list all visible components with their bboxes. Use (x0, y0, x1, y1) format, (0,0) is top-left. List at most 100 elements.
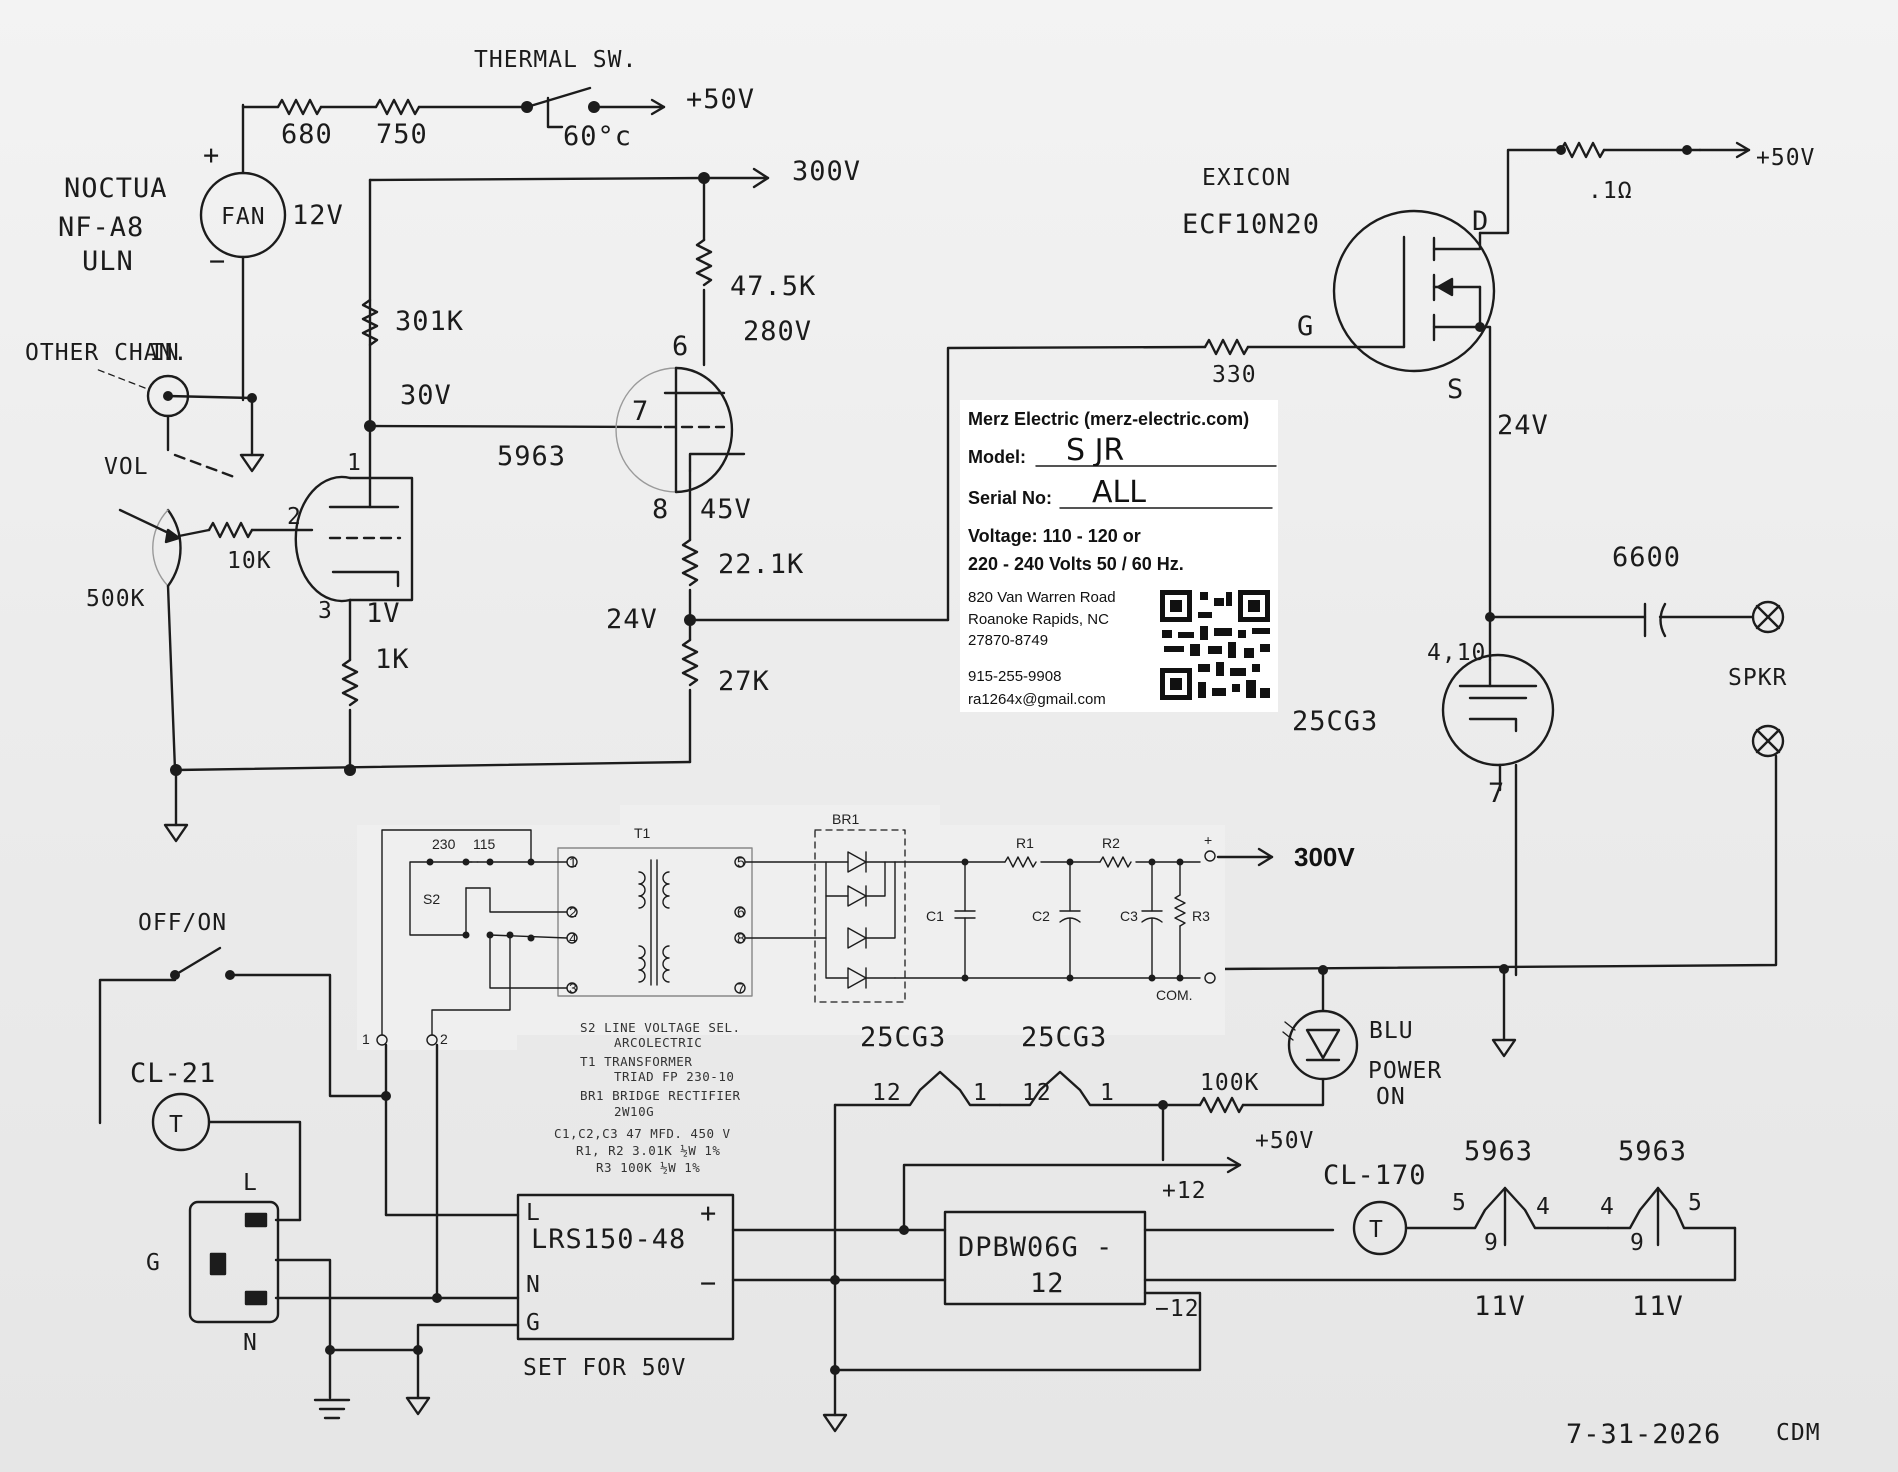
t1-pin-7: 7 (737, 980, 745, 996)
dc-model-line2: 12 (1030, 1268, 1065, 1299)
heater-left-pin1: 1 (973, 1080, 988, 1106)
card-voltage-line1: Voltage: 110 - 120 or (968, 526, 1141, 546)
card-model-label: Model: (968, 447, 1026, 467)
s2-label: S2 (423, 891, 440, 907)
resistor-22k1-label: 22.1K (718, 549, 804, 580)
mosfet-brand-label: EXICON (1202, 165, 1291, 191)
output-tube-pins-top: 4,10 (1427, 640, 1486, 666)
grid-resistor-label: 10K (227, 548, 272, 574)
plate-voltage-280-label: 280V (743, 316, 812, 347)
ntc-cl170-label: CL-170 (1323, 1160, 1427, 1191)
psu-diagram: T1 1 2 4 3 5 6 8 7 230 115 S2 1 2 BR1 (357, 805, 1355, 1050)
heater-tube-right: 25CG3 (1021, 1022, 1107, 1053)
coupling-cap (1659, 602, 1667, 638)
source-voltage-label: 24V (1497, 410, 1549, 441)
card-serial-value: ALL (1092, 475, 1146, 510)
resistor-27k-label: 27K (718, 666, 770, 697)
filament-a-volts: 11V (1474, 1291, 1526, 1322)
source-label: S (1447, 374, 1464, 405)
rail-300v-label: 300V (792, 156, 861, 187)
mosfet-model-label: ECF10N20 (1182, 209, 1320, 240)
volume-label: VOL (104, 454, 149, 480)
lrs150-psu: LRS150-48 L N G + − SET FOR 50V (516, 1103, 1202, 1433)
t1-label: T1 (634, 825, 651, 841)
filament-b-pin9: 9 (1630, 1230, 1645, 1256)
drain-resistor-label: .1Ω (1588, 178, 1633, 204)
filament-a-pin5: 5 (1452, 1190, 1467, 1216)
fan-model-label: NF-A8 (58, 212, 144, 243)
note-r1r2: R1, R2 3.01K ½W 1% (576, 1143, 720, 1158)
filament-b-pin5: 5 (1688, 1190, 1703, 1216)
led-label-line3: ON (1376, 1084, 1406, 1110)
cathode-voltage-label: 1V (366, 598, 401, 629)
resistor-750 (374, 98, 421, 116)
power-switch (173, 946, 222, 977)
fan-voltage-label: 12V (292, 200, 344, 231)
parts-notes: S2 LINE VOLTAGE SEL. ARCOLECTRIC T1 TRAN… (554, 1020, 741, 1175)
tube-name-label: 5963 (497, 441, 566, 472)
output-stage: 6600 4,10 25CG3 7 SPKR (1218, 542, 1786, 1058)
led-label-line1: BLU (1369, 1018, 1414, 1044)
heater-right-pin12: 12 (1022, 1080, 1052, 1106)
pin8-label: 8 (652, 494, 669, 525)
resistor-301k (361, 298, 379, 347)
note-s2-maker: ARCOLECTRIC (614, 1035, 702, 1050)
fan-minus-label: − (209, 246, 226, 277)
resistor-22k1 (681, 538, 699, 587)
resistor-27k (681, 638, 699, 687)
filament-b-pin4: 4 (1600, 1194, 1615, 1220)
mosfet-supply-label: +50V (1756, 145, 1815, 171)
note-t1: T1 TRANSFORMER (580, 1054, 692, 1069)
qr-code (1158, 588, 1272, 702)
card-email: ra1264x@gmail.com (968, 691, 1106, 708)
tube-5963-left: 1 2 3 301K 30V 1V 1K (287, 178, 663, 772)
lrs-n-label: N (526, 1272, 541, 1298)
t1-pin-4: 4 (569, 930, 577, 946)
lrs150-box (516, 1193, 735, 1341)
tube-5963-right: 300V 47.5K 280V 6 7 5963 8 45V 22.1K 24V… (163, 156, 950, 843)
fan-plus-label: + (203, 140, 220, 171)
dc-model-line1: DPBW06G - (958, 1232, 1113, 1263)
power-switch-label: OFF/ON (138, 910, 227, 936)
card-serial-label: Serial No: (968, 488, 1052, 508)
signature: 7-31-2026 CDM (1566, 1419, 1820, 1450)
pin3-label: 3 (318, 598, 333, 624)
dc-supply-label: +50V (1255, 1128, 1314, 1154)
plate-resistor-label: 301K (395, 306, 464, 337)
note-t1-part: TRIAD FP 230-10 (614, 1069, 734, 1084)
resistor-10k (207, 521, 254, 539)
pin7-label: 7 (632, 396, 649, 427)
serial-card: Merz Electric (merz-electric.com) Model:… (960, 400, 1278, 712)
dc-converter: DPBW06G - 12 +12 −12 +50V (899, 1128, 1737, 1322)
inlet-g-label: G (146, 1250, 161, 1276)
speaker-terminal-top (1751, 600, 1785, 634)
gate-label: G (1297, 311, 1314, 342)
speaker-terminal-bottom (1751, 724, 1785, 758)
resistor-680-label: 680 (281, 119, 333, 150)
mains-input: OFF/ON T CL-21 L G N (98, 910, 520, 1420)
c1-label: C1 (926, 908, 944, 924)
note-br1-part: 2W10G (614, 1104, 654, 1119)
inlet-n-label: N (243, 1330, 258, 1356)
card-address-2: Roanoke Rapids, NC (968, 611, 1109, 628)
resistor-1k (341, 658, 359, 707)
br1-label: BR1 (832, 811, 859, 827)
heater-left-pin12: 12 (872, 1080, 902, 1106)
input-stage: OTHER CHAN. IN VOL 500K 10K (25, 340, 314, 772)
pin2-label: 2 (287, 504, 302, 530)
fan-thermal-circuit: THERMAL SW. 680 750 60°c +50V FAN 12V + … (58, 47, 754, 473)
pin1-label: 1 (347, 450, 362, 476)
term-1-label: 1 (362, 1031, 370, 1047)
tap-voltage-label: 24V (606, 604, 658, 635)
thermal-switch-label: THERMAL SW. (474, 47, 637, 73)
ntc-cl170-symbol: T (1369, 1217, 1384, 1243)
note-s2: S2 LINE VOLTAGE SEL. (580, 1020, 741, 1035)
iec-inlet (188, 1200, 280, 1324)
tap-115-label: 115 (473, 836, 496, 852)
tap-230-label: 230 (432, 836, 456, 852)
resistor-680 (276, 98, 323, 116)
plate-voltage-label: 30V (400, 380, 452, 411)
t1-pin-3: 3 (569, 980, 577, 996)
